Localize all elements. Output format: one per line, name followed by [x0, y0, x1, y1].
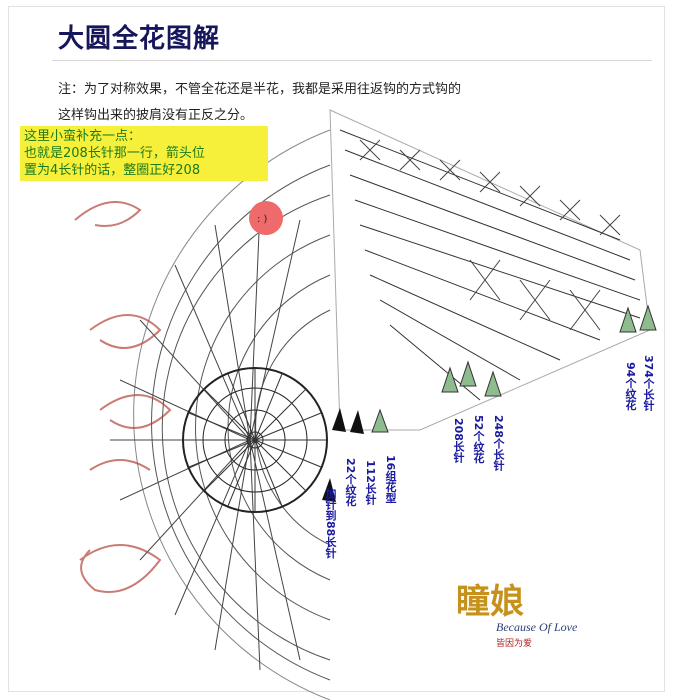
page-title: 大圆全花图解: [58, 24, 221, 54]
note-line-1: 注：为了对称效果，不管全花还是半花，我都是采用往返钩的方式钩的: [58, 82, 462, 97]
brand-logo: 瞳娘 Because Of Love 皆因为爱: [448, 572, 618, 652]
svg-text:: ): : ): [257, 214, 268, 225]
wing-stitch-marks: [359, 139, 621, 331]
brand-english: Because Of Love: [496, 620, 578, 634]
heart-decoration: : ): [249, 201, 283, 235]
brand-subtitle: 皆因为爱: [496, 639, 533, 649]
supplement-line-1: 这里小蛮补充一点：: [24, 129, 142, 144]
label-112-dc: 112长针: [364, 460, 377, 505]
diagram-frame: [8, 6, 665, 692]
supplement-line-2: 也就是208长针那一行，箭头位: [24, 146, 205, 161]
label-22-motifs: 22个纹花: [344, 458, 357, 507]
label-16-groups: 16组花型: [384, 455, 397, 504]
center-stitches: [183, 368, 327, 512]
outer-semicircle: [133, 129, 331, 700]
note-line-2: 这样钩出来的披肩没有正反之分。: [58, 108, 254, 123]
wing-pattern: [329, 109, 651, 431]
label-248-dc: 248个长针: [492, 415, 505, 471]
label-208-dc: 208长针: [452, 418, 465, 463]
label-increase-88: 加针到88长针: [324, 488, 337, 559]
supplement-note: 这里小蛮补充一点： 也就是208长针那一行，箭头位 置为4长针的话，整圈正好20…: [20, 126, 268, 181]
label-374-dc: 374个长针: [642, 355, 655, 411]
green-arrows: [371, 304, 657, 433]
label-94-motifs: 94个纹花: [624, 362, 637, 411]
black-arrows: [322, 408, 364, 502]
supplement-line-3: 置为4长针的话，整圈正好208: [24, 163, 201, 178]
label-52-motifs: 52个纹花: [472, 415, 485, 464]
brand-chinese: 瞳娘: [456, 582, 524, 622]
radial-stitches: [110, 209, 301, 671]
decorative-swirls: [74, 201, 172, 593]
title-divider: [52, 60, 652, 61]
